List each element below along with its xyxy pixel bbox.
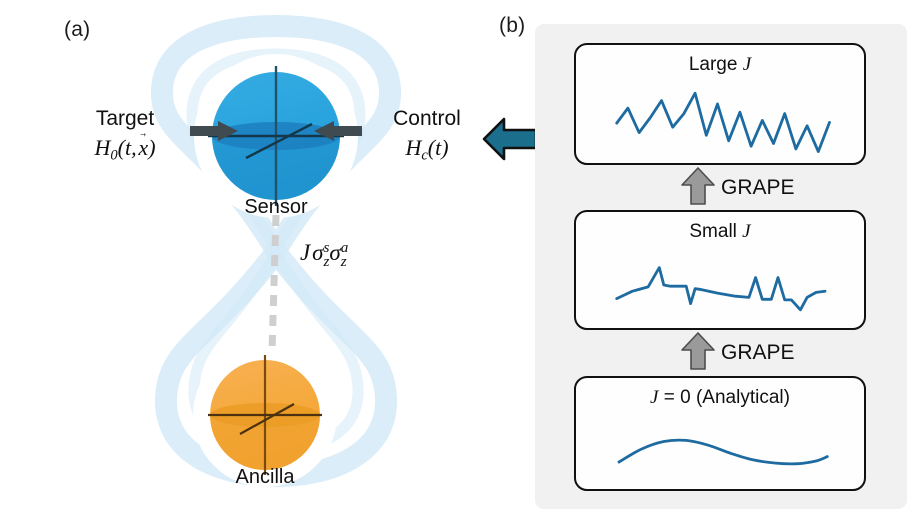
target-hamiltonian: H0(t, x) xyxy=(60,135,190,165)
panel-label-b: (b) xyxy=(499,14,526,37)
transfer-arrow-icon xyxy=(482,117,538,161)
pulse-card-title-small-j: Small J xyxy=(689,221,751,242)
target-arrow xyxy=(190,121,238,141)
pulse-card-title-large-j: Large J xyxy=(688,54,752,75)
target-annotation: Target H0(t, x) xyxy=(60,107,190,165)
grape-step-upper: GRAPE xyxy=(535,166,907,210)
panel-b-pulse-stack: Large J GRAPE Small J xyxy=(535,24,907,509)
target-word: Target xyxy=(95,107,155,130)
panel-label-a: (a) xyxy=(64,18,91,41)
sensor-label: Sensor xyxy=(244,196,308,218)
control-annotation: Control Hc(t) xyxy=(362,107,492,165)
ancilla-label: Ancilla xyxy=(235,466,295,488)
pulse-card-zero-j[interactable]: J = 0 (Analytical) xyxy=(574,376,866,491)
grape-up-arrow-icon xyxy=(681,332,715,370)
pulse-waveform-large-j xyxy=(615,91,831,153)
control-arrow xyxy=(314,121,362,141)
ancilla-bloch-sphere xyxy=(202,352,328,478)
pulse-waveform-zero-j xyxy=(617,438,829,466)
grape-up-arrow-icon xyxy=(681,167,715,205)
panel-a-schematic: Sensor xyxy=(0,0,510,517)
control-word: Control xyxy=(393,107,461,130)
grape-step-lower: GRAPE xyxy=(535,331,907,375)
pulse-card-title-zero-j: J = 0 (Analytical) xyxy=(650,387,790,408)
grape-label-upper: GRAPE xyxy=(721,176,795,199)
sensor-bloch-sphere xyxy=(202,62,350,210)
pulse-card-small-j[interactable]: Small J xyxy=(574,210,866,330)
pulse-card-large-j[interactable]: Large J xyxy=(574,43,866,165)
control-hamiltonian: Hc(t) xyxy=(405,134,449,164)
coupling-dashed-line xyxy=(268,214,280,353)
grape-label-lower: GRAPE xyxy=(721,341,795,364)
pulse-waveform-small-j xyxy=(615,266,827,312)
